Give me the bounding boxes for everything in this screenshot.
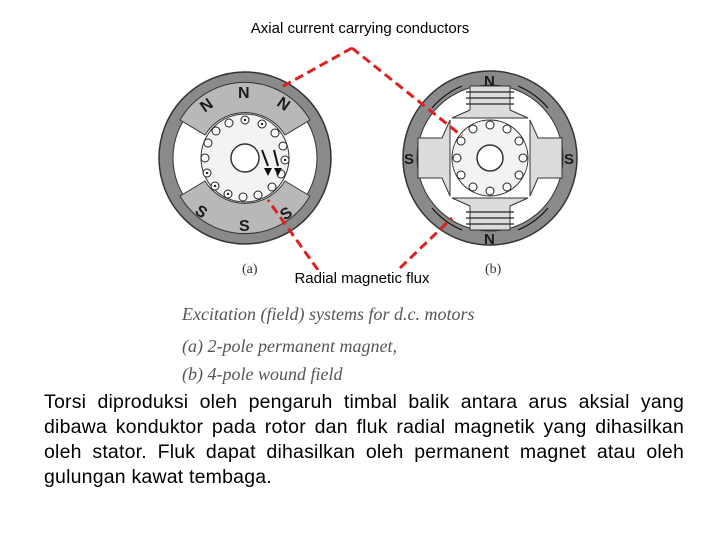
description-paragraph: Torsi diproduksi oleh pengaruh timbal ba… xyxy=(44,391,684,488)
conductors-b xyxy=(452,120,528,196)
axial-pointer-a xyxy=(279,46,353,90)
shaft-b xyxy=(476,144,504,172)
pole-piece-bottom xyxy=(451,197,529,231)
diagram-a: N N N S S S xyxy=(158,71,332,245)
radial-flux-label: Radial magnetic flux xyxy=(272,270,452,287)
pole-b-s-right: S xyxy=(564,151,574,168)
sublabel-b: (b) xyxy=(485,262,502,277)
caption-line-a: (a) 2-pole permanent magnet, xyxy=(182,336,397,356)
pole-b-n-bottom: N xyxy=(484,231,495,248)
pole-b-s-left: S xyxy=(404,151,414,168)
shaft-a xyxy=(230,143,260,173)
radial-pointer-a xyxy=(266,199,320,271)
north-magnet xyxy=(179,81,311,136)
pole-piece-top xyxy=(451,85,529,119)
pointer-lines xyxy=(266,46,463,271)
radial-pointer-b xyxy=(398,216,454,270)
pole-a-n-top: N xyxy=(238,85,250,102)
caption-title: Excitation (field) systems for d.c. moto… xyxy=(182,304,475,324)
pole-a-s-bottom: S xyxy=(239,218,250,235)
field-windings xyxy=(466,91,514,225)
sublabel-a: (a) xyxy=(242,262,258,277)
pole-piece-left xyxy=(417,119,451,197)
pole-piece-right xyxy=(529,119,563,197)
diagram-b: N N S S xyxy=(402,70,578,248)
pole-b-n-top: N xyxy=(484,73,495,90)
conductors-a xyxy=(200,115,290,202)
axial-pointer-b xyxy=(351,46,463,138)
caption-line-b: (b) 4-pole wound field xyxy=(182,364,343,384)
south-magnet xyxy=(179,180,311,235)
axial-conductors-label: Axial current carrying conductors xyxy=(250,20,470,37)
